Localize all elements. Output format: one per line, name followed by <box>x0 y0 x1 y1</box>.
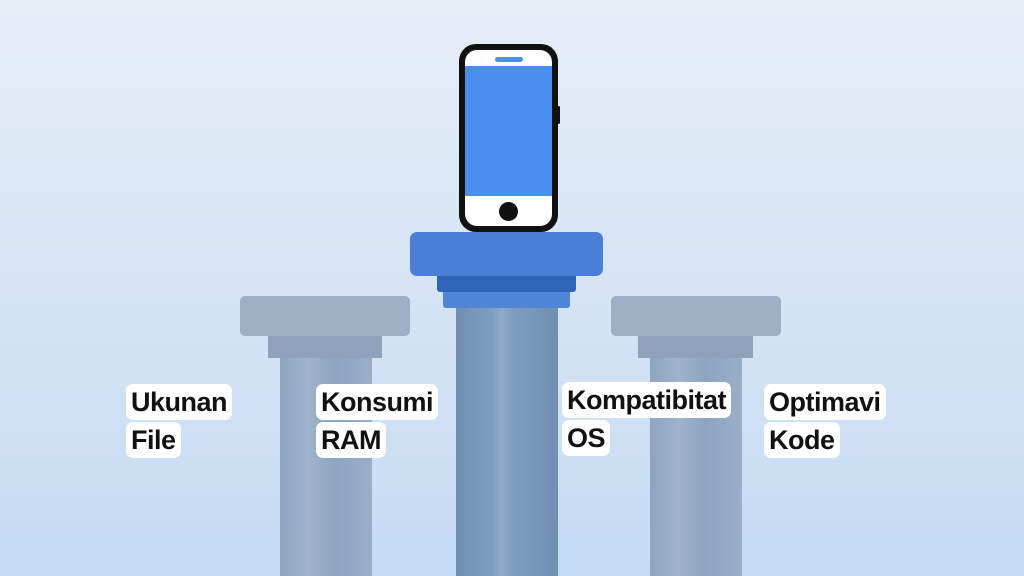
label-os-compatibility: Kompatibitat OS <box>562 382 731 456</box>
label-file-size: Ukunan File <box>126 384 233 458</box>
label-line: Ukunan <box>126 384 233 420</box>
label-line: Konsumi <box>316 384 439 420</box>
label-line: RAM <box>316 422 386 458</box>
label-ram-usage: Konsumi RAM <box>316 384 439 458</box>
label-line: File <box>126 422 181 458</box>
label-line: Kompatibitat <box>562 382 731 418</box>
smartphone-icon <box>459 44 560 232</box>
label-line: OS <box>562 420 611 456</box>
label-line: Optimavi <box>764 384 886 420</box>
label-line: Kode <box>764 422 840 458</box>
label-code-optimization: Optimavi Kode <box>764 384 886 458</box>
